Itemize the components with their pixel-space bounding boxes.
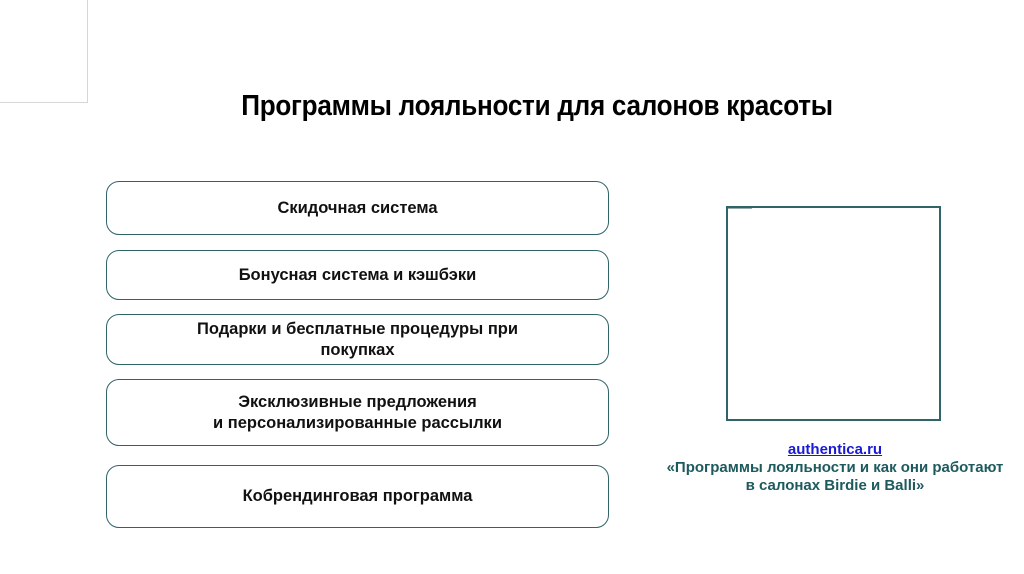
item-label: Кобрендинговая программа (242, 487, 473, 505)
loyalty-item-discount: Скидочная система (106, 181, 609, 235)
loyalty-item-cobranding: Кобрендинговая программа (106, 465, 609, 528)
corner-frame-decoration (0, 0, 88, 103)
source-caption: authentica.ru «Программы лояльности и ка… (660, 441, 1010, 495)
source-caption-text: «Программы лояльности и как они работают… (666, 459, 1004, 494)
loyalty-item-exclusive: Эксклюзивные предложения и персонализиро… (106, 379, 609, 446)
loyalty-item-bonus: Бонусная система и кэшбэки (106, 250, 609, 300)
item-label: Эксклюзивные предложения и персонализиро… (213, 392, 502, 432)
item-label: Подарки и бесплатные процедуры при покуп… (196, 319, 519, 359)
item-label: Бонусная система и кэшбэки (238, 265, 477, 284)
source-link[interactable]: authentica.ru (787, 441, 883, 458)
item-label: Скидочная система (277, 198, 438, 217)
image-icon (728, 208, 752, 209)
loyalty-item-gifts: Подарки и бесплатные процедуры при покуп… (106, 314, 609, 365)
image-placeholder (726, 206, 941, 421)
slide-title: Программы лояльности для салонов красоты (241, 90, 833, 122)
